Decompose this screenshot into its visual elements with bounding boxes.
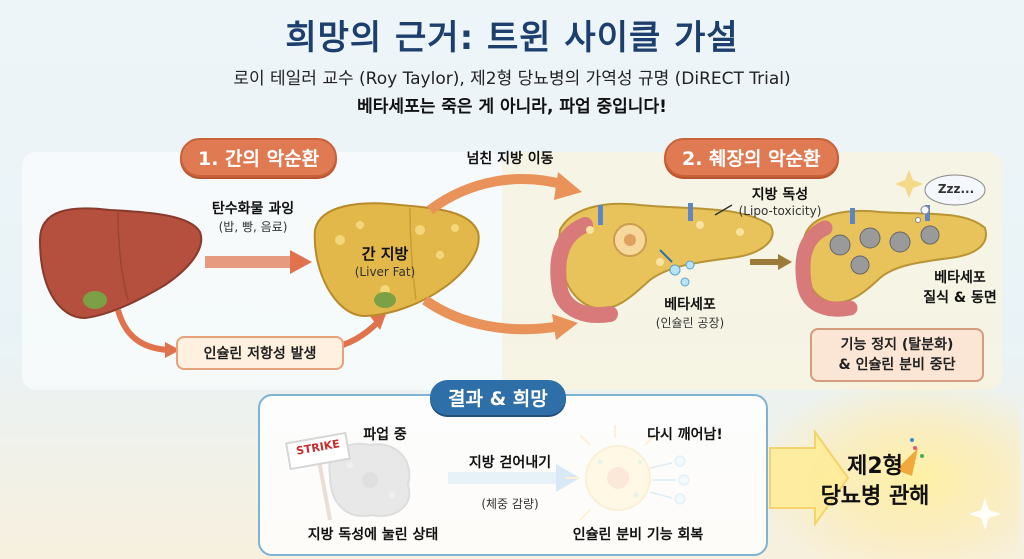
remission-line1: 제2형 <box>847 454 903 479</box>
beta-arrow <box>659 249 673 263</box>
suppressed-state-label: 지방 독성에 눌린 상태 <box>307 527 439 543</box>
awaken-label: 다시 깨어남! <box>647 427 723 443</box>
fatty-liver-sub: (Liver Fat) <box>354 265 416 279</box>
lipotoxicity-label: 지방 독성 <box>751 187 809 203</box>
liver-icon <box>38 207 203 320</box>
lipotox-pointer <box>714 204 733 216</box>
sparkle-icon <box>969 498 1001 530</box>
party-popper-icon <box>896 438 924 476</box>
shutdown-line1: 기능 정지 (탈분화) <box>840 337 954 353</box>
arrow-to-remission <box>769 428 850 528</box>
recovery-label: 인슐린 분비 기능 회복 <box>572 527 704 543</box>
remission-label: 제2형 당뇨병 관해 <box>790 452 960 512</box>
zzz-label: Zzz... <box>937 182 975 196</box>
result-panel <box>258 394 768 556</box>
beta-cell-sub: (인슐린 공장) <box>655 316 725 330</box>
arrow-pancreas-to-dormant <box>750 254 792 270</box>
beta-suffocation-label: 베타세포 질식 & 동면 <box>923 270 997 306</box>
fat-removal-label: 지방 걷어내기 <box>468 455 552 471</box>
section1-title: 1. 간의 악순환 <box>180 138 338 177</box>
result-title: 결과 & 희망 <box>430 380 566 415</box>
fatty-liver-icon <box>313 202 480 318</box>
subtitle: 로이 테일러 교수 (Roy Taylor), 제2형 당뇨병의 가역성 규명 … <box>233 69 791 89</box>
carb-excess-label: 탄수화물 과잉 <box>211 201 295 217</box>
arrow-liver-to-resistance <box>115 309 180 358</box>
section2-title: 2. 췌장의 악순환 <box>664 138 839 177</box>
sparkle-burst-icon <box>895 170 923 198</box>
zzz-bubble <box>915 174 986 223</box>
carb-excess-sub: (밥, 빵, 음료) <box>218 220 288 234</box>
arrow-fat-transfer-upper <box>427 172 582 215</box>
beta-cell-drops <box>669 260 695 287</box>
weight-loss-label: (체중 감량) <box>481 497 539 511</box>
page-title: 희망의 근거: 트윈 사이클 가설 <box>285 18 739 58</box>
headline: 베타세포는 죽은 게 아니라, 파업 중입니다! <box>357 97 667 117</box>
arrow-carb-to-fat <box>205 250 312 274</box>
remission-line2: 당뇨병 관해 <box>820 484 930 509</box>
shutdown-box: 기능 정지 (탈분화) & 인슐린 분비 중단 <box>810 328 984 382</box>
insulin-resistance-label: 인슐린 저항성 발생 <box>176 336 344 370</box>
fat-transfer-label: 넘친 지방 이동 <box>466 151 554 167</box>
on-strike-label: 파업 중 <box>363 427 407 443</box>
fatty-liver-label: 간 지방 <box>361 245 409 263</box>
lipotoxicity-sub: (Lipo-toxicity) <box>738 204 822 218</box>
arrow-fat-transfer-lower <box>422 295 578 340</box>
shutdown-line2: & 인슐린 분비 중단 <box>838 357 956 373</box>
dormant-pancreas-icon <box>795 205 987 317</box>
beta-cell-label: 베타세포 <box>664 297 716 313</box>
